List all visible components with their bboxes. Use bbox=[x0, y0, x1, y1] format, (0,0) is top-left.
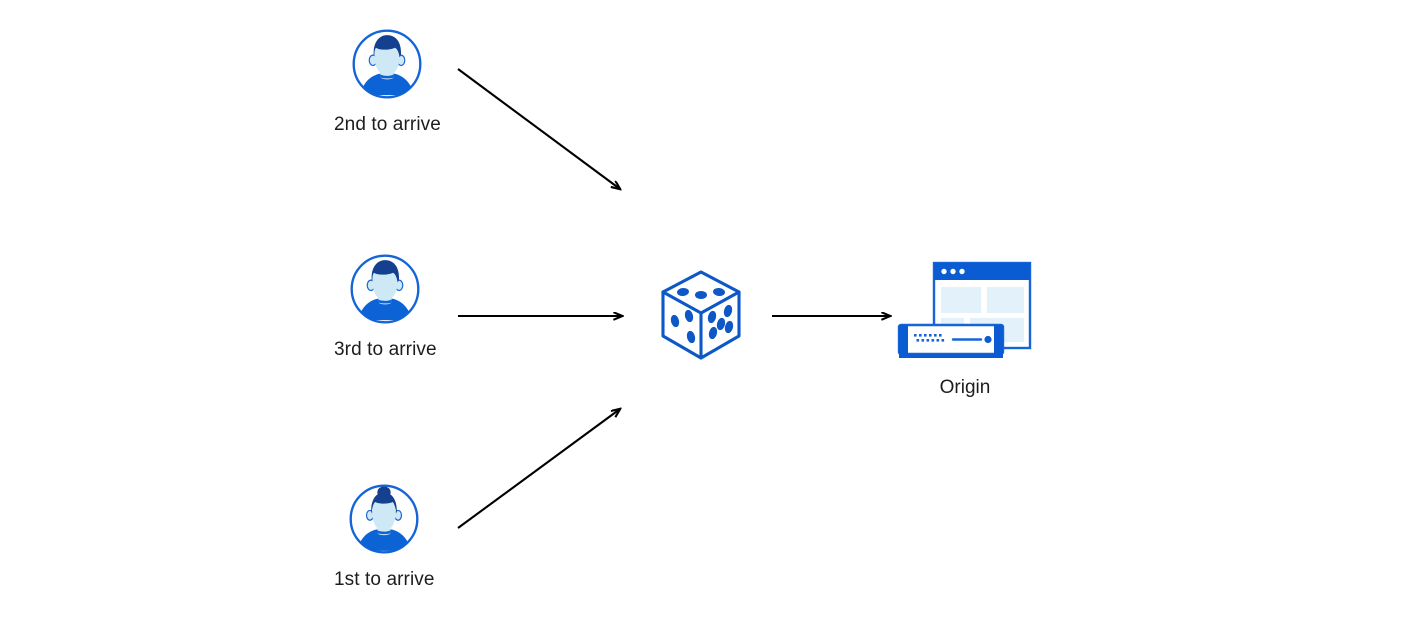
dice-icon bbox=[661, 270, 741, 360]
client-node-third[interactable]: 3rd to arrive bbox=[334, 252, 437, 362]
arrow-second-to-randomizer bbox=[457, 68, 620, 189]
client-label-third: 3rd to arrive bbox=[334, 339, 437, 360]
randomizer-node[interactable] bbox=[655, 265, 747, 370]
user-avatar-icon bbox=[349, 484, 419, 554]
client-node-first[interactable]: 1st to arrive bbox=[334, 482, 435, 592]
origin-server-icon bbox=[893, 252, 1037, 362]
user-avatar-icon bbox=[352, 29, 422, 99]
client-node-second[interactable]: 2nd to arrive bbox=[334, 27, 441, 137]
user-avatar-icon bbox=[350, 254, 420, 324]
arrow-first-to-randomizer bbox=[457, 409, 620, 529]
client-label-first: 1st to arrive bbox=[334, 569, 435, 590]
origin-node[interactable]: Origin bbox=[893, 252, 1037, 400]
origin-label: Origin bbox=[939, 377, 991, 398]
client-label-second: 2nd to arrive bbox=[334, 114, 441, 135]
server-device bbox=[897, 323, 1005, 358]
